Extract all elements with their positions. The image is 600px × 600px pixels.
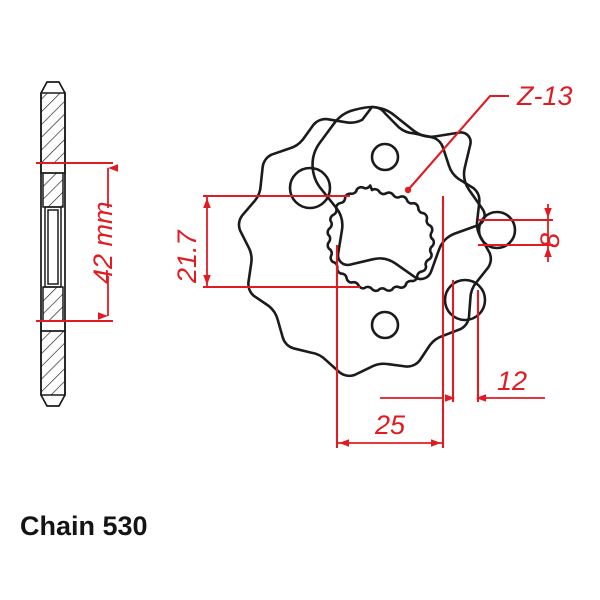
dimension-25: 25 — [335, 196, 445, 448]
side-view-chamfers — [40, 81, 66, 407]
lightening-hole-right — [477, 210, 517, 250]
sprocket-teeth-profile — [237, 105, 493, 378]
dim-8-arrow-upper — [544, 208, 552, 218]
dimension-12: 12 — [380, 280, 545, 402]
side-view-lower-rim-hatch — [42, 286, 64, 322]
chain-spec-caption: Chain 530 — [20, 511, 148, 541]
bolt-hole-bottom — [370, 310, 400, 340]
dim-z13-leader-line — [407, 94, 509, 191]
side-section-view — [40, 81, 66, 407]
dim-25-arrow-right — [431, 439, 441, 447]
front-view — [237, 105, 517, 378]
dim-21-7-arrow-upper — [203, 198, 211, 208]
dim-8-arrow-lower — [544, 247, 552, 257]
dimension-21-7: 21.7 — [172, 194, 360, 289]
dim-z13-leader-dot — [404, 186, 412, 194]
side-view-center-web-inner — [47, 209, 59, 285]
dim-21-7-arrow-lower — [203, 275, 211, 285]
dim-42mm-label: 42 mm — [88, 201, 118, 284]
dim-25-arrow-left — [339, 439, 349, 447]
dim-12-arrow-right — [476, 394, 486, 402]
lightening-hole-lower-right — [443, 278, 487, 322]
dim-21-7-label: 21.7 — [172, 229, 202, 284]
side-view-upper-rim-hatch — [42, 172, 64, 208]
side-view-vertical-edges — [40, 93, 66, 395]
side-view-lower-web — [40, 320, 66, 332]
side-view-upper-tooth-hatch — [40, 92, 66, 164]
dim-25-label: 25 — [374, 410, 406, 440]
bolt-hole-top — [370, 142, 400, 172]
lightening-hole-upper-left — [288, 166, 332, 210]
dimension-42mm: 42 mm — [36, 161, 118, 323]
dim-12-arrow-left — [445, 394, 455, 402]
dimension-z13: Z-13 — [404, 81, 573, 194]
dim-z13-label: Z-13 — [516, 81, 573, 111]
side-view-upper-web — [40, 162, 66, 174]
splined-center-bore — [326, 184, 436, 293]
side-view-lower-tooth-hatch — [40, 330, 66, 396]
dim-12-label: 12 — [497, 366, 527, 396]
sprocket-body-path — [237, 105, 493, 378]
dimension-8: 8 — [478, 204, 565, 262]
spline-bore-path — [326, 184, 436, 293]
sprocket-outer-teeth — [311, 105, 486, 281]
dim-8-label: 8 — [535, 233, 565, 248]
